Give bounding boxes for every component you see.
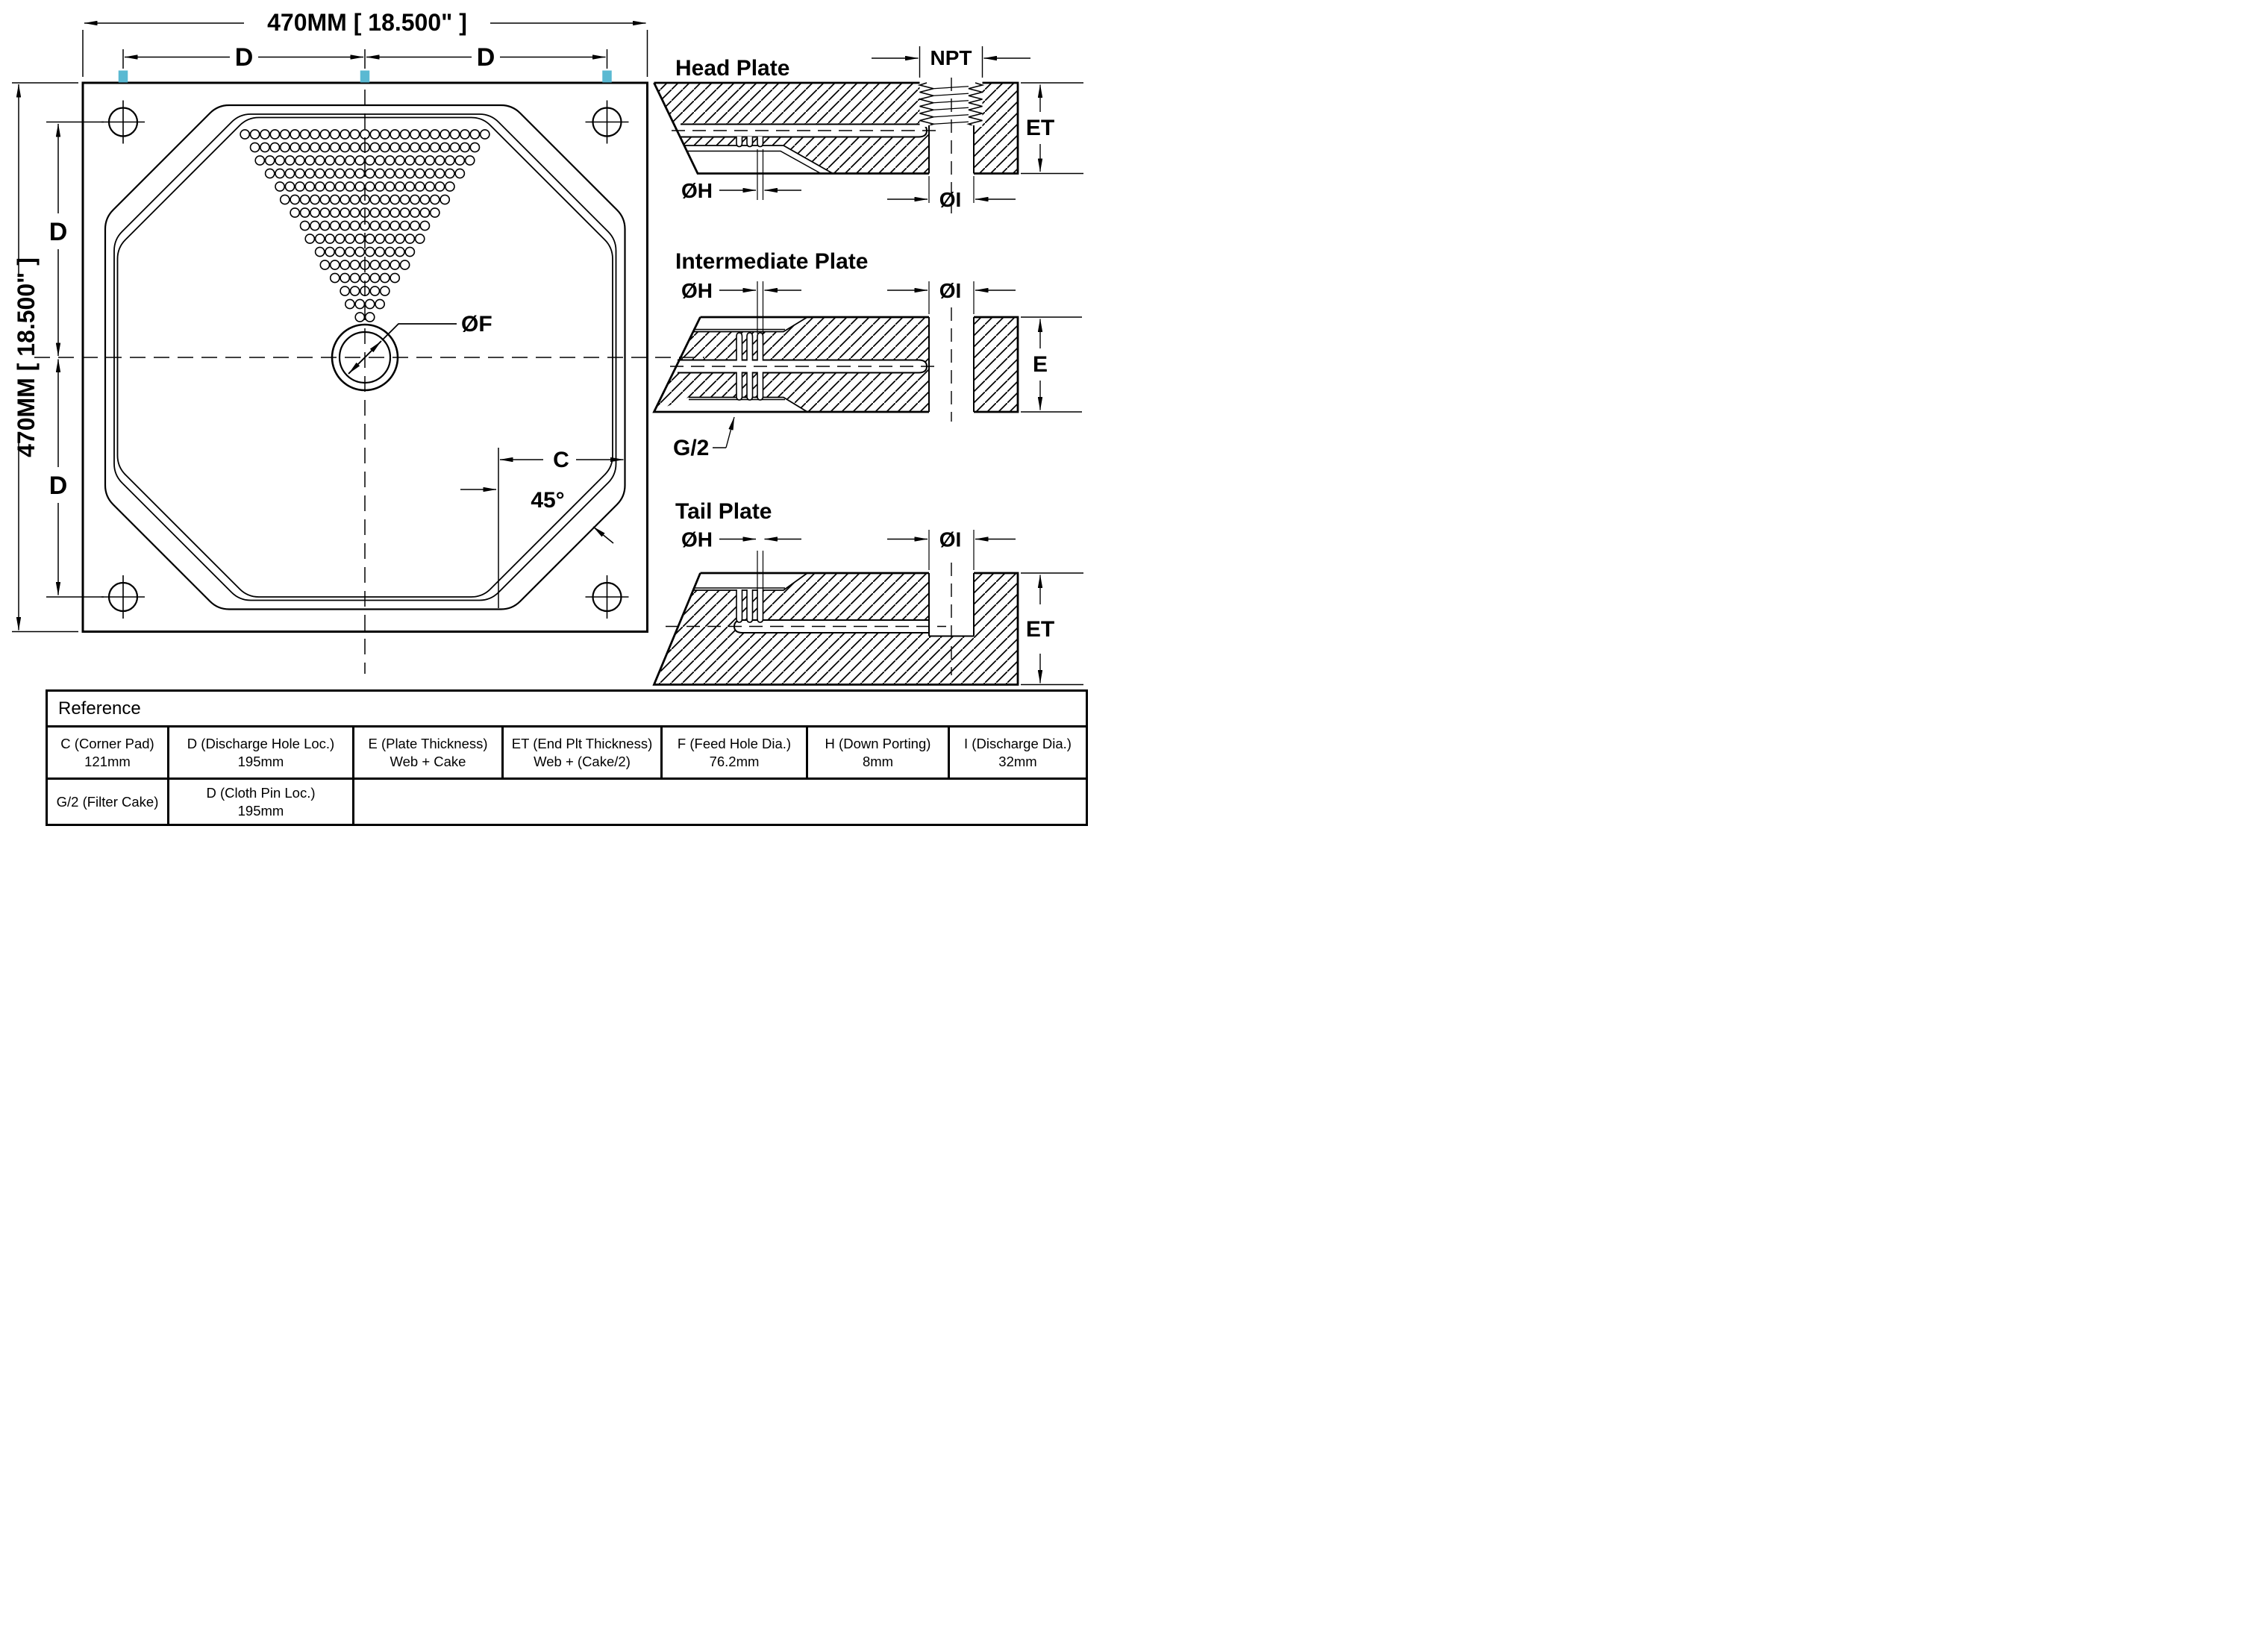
down-port-stubs	[736, 589, 764, 623]
tail-plate-title: Tail Plate	[675, 499, 772, 524]
head-dims	[719, 46, 1083, 203]
section-centerlines	[672, 78, 952, 213]
dim-d-top-right: D	[477, 43, 495, 72]
feed-dia-callout	[348, 323, 457, 375]
dim-c-label: C	[553, 448, 569, 472]
tail-oh-label: ØH	[681, 528, 713, 551]
table-title: Reference	[45, 689, 1089, 728]
dim-height-label: 470MM [ 18.500" ]	[13, 257, 40, 457]
head-oh-label: ØH	[681, 179, 713, 202]
int-e-label: E	[1033, 352, 1048, 377]
gasket-face-octagons	[104, 104, 626, 610]
tail-plate-section: Tail Plate ØH ØI ET	[652, 499, 1083, 686]
chamfer-angle-label: 45°	[531, 488, 564, 513]
dim-width-label: 470MM [ 18.500" ]	[267, 9, 467, 36]
table-cell-c: C (Corner Pad)121mm	[46, 725, 169, 780]
dim-pin-top	[122, 49, 608, 69]
intermediate-plate-section: Intermediate Plate ØH ØI E G/2	[652, 249, 1082, 460]
table-cell-h: H (Down Porting)8mm	[806, 725, 950, 780]
head-plate-section: Head Plate NPT ET ØH ØI	[653, 46, 1083, 213]
centerlines	[34, 90, 704, 674]
int-oh-label: ØH	[681, 279, 713, 302]
head-npt-label: NPT	[930, 46, 972, 69]
reference-table: Reference C (Corner Pad)121mm D (Dischar…	[45, 689, 1089, 826]
dim-d-left-upper: D	[49, 218, 68, 246]
table-cell-g2: G/2 (Filter Cake)	[46, 777, 169, 826]
table-cell-i: I (Discharge Dia.)32mm	[947, 725, 1089, 780]
dim-d-left-lower: D	[49, 472, 68, 500]
head-oi-label: ØI	[939, 188, 962, 211]
intermediate-plate-title: Intermediate Plate	[675, 249, 868, 274]
dim-d-top-left: D	[235, 43, 254, 72]
corner-discharge-holes	[101, 100, 629, 619]
table-cell-empty	[351, 777, 1089, 826]
table-cell-e: E (Plate Thickness)Web + Cake	[352, 725, 504, 780]
feed-dia-label: ØF	[461, 312, 492, 337]
table-cell-d-clothpin: D (Cloth Pin Loc.)195mm	[167, 777, 354, 826]
drain-dot-field	[240, 129, 490, 322]
section-centerlines	[670, 307, 952, 422]
table-cell-f: F (Feed Hole Dia.)76.2mm	[660, 725, 808, 780]
dim-pin-left	[46, 121, 104, 598]
down-port-stubs	[736, 137, 764, 148]
plate-front-view: ØF 470MM [ 18.500" ] D D 470MM [ 18.500"…	[12, 9, 704, 674]
engineering-drawing: ØF 470MM [ 18.500" ] D D 470MM [ 18.500"…	[0, 0, 1124, 826]
dim-height	[12, 82, 78, 633]
int-g2-label: G/2	[673, 436, 709, 460]
tail-dims	[719, 530, 1083, 686]
head-et-label: ET	[1026, 116, 1054, 140]
down-port-stubs	[736, 332, 764, 401]
cloth-pin-markers	[118, 70, 612, 83]
head-plate-title: Head Plate	[675, 56, 789, 81]
table-cell-et: ET (End Plt Thickness)Web + (Cake/2)	[501, 725, 663, 780]
dim-corner-pad	[460, 448, 624, 608]
tail-et-label: ET	[1026, 617, 1054, 642]
section-centerlines	[666, 563, 952, 675]
npt-threads	[917, 82, 985, 126]
drawing-svg: ØF 470MM [ 18.500" ] D D 470MM [ 18.500"…	[12, 9, 1083, 686]
intermediate-dims	[713, 281, 1082, 448]
dim-width	[82, 20, 648, 77]
tail-oi-label: ØI	[939, 528, 962, 551]
int-oi-label: ØI	[939, 279, 962, 302]
table-cell-d-discharge: D (Discharge Hole Loc.)195mm	[167, 725, 354, 780]
